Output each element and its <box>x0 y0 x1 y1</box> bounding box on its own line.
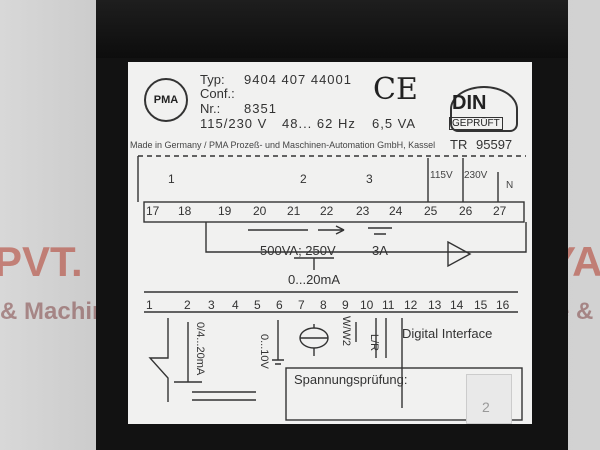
ce-mark: CE <box>373 72 418 107</box>
neutral-label: N <box>506 180 514 191</box>
manufacturer-line: Made in Germany / PMA Prozeß- und Maschi… <box>130 140 436 150</box>
terminal-25: 25 <box>424 204 438 218</box>
power-rating: 6,5 VA <box>372 116 417 131</box>
terminal-24: 24 <box>389 204 403 218</box>
terminal-18: 18 <box>178 204 192 218</box>
tr-label: TR <box>450 137 468 152</box>
supply-115v: 115V <box>430 170 453 181</box>
terminal-7: 7 <box>298 298 305 312</box>
din-label: DIN <box>452 92 487 114</box>
terminal-1: 1 <box>146 298 153 312</box>
terminal-14: 14 <box>450 298 464 312</box>
digital-interface-label: Digital Interface <box>402 326 493 341</box>
terminal-17: 17 <box>146 204 160 218</box>
terminal-4: 4 <box>232 298 239 312</box>
relay-3-number: 3 <box>366 172 373 186</box>
l-r-label: L/R <box>368 334 380 352</box>
housing-top-bezel <box>96 0 568 58</box>
terminal-26: 26 <box>459 204 473 218</box>
terminal-6: 6 <box>276 298 283 312</box>
voltage-rating: 115/230 V <box>200 116 268 131</box>
terminal-19: 19 <box>218 204 232 218</box>
wiring-diagram <box>137 155 527 421</box>
tr-value: 95597 <box>476 137 513 152</box>
terminal-11: 11 <box>382 298 395 312</box>
relay-2-number: 2 <box>300 172 307 186</box>
relay-1-number: 1 <box>168 172 175 186</box>
terminal-20: 20 <box>253 204 267 218</box>
terminal-21: 21 <box>287 204 301 218</box>
terminal-2: 2 <box>184 298 191 312</box>
background-text-left-2: & Machin <box>0 298 107 325</box>
relay-current: 3A <box>372 243 388 258</box>
terminal-9: 9 <box>342 298 349 312</box>
geprueft-label: GEPRÜFT <box>449 117 503 130</box>
input-current-range: 0/4...20mA <box>194 322 206 376</box>
inspection-stamp: 2 <box>466 374 512 424</box>
terminal-15: 15 <box>474 298 488 312</box>
terminal-12: 12 <box>404 298 418 312</box>
terminal-5: 5 <box>254 298 261 312</box>
relay-rating: 500VA; 250V <box>260 243 336 258</box>
nr-value: 8351 <box>244 101 277 116</box>
terminal-8: 8 <box>320 298 327 312</box>
nr-label: Nr.: <box>200 101 221 116</box>
terminal-10: 10 <box>360 298 374 312</box>
terminal-13: 13 <box>428 298 442 312</box>
frequency-rating: 48... 62 Hz <box>282 116 356 131</box>
conf-label: Conf.: <box>200 86 235 101</box>
supply-230v: 230V <box>464 170 488 181</box>
terminal-23: 23 <box>356 204 370 218</box>
analog-output-range: 0...20mA <box>288 272 341 287</box>
terminal-22: 22 <box>320 204 334 218</box>
typ-value: 9404 407 44001 <box>244 72 352 87</box>
w-w2-label: W/W2 <box>340 316 352 346</box>
input-voltage-range: 0...10V <box>258 334 270 369</box>
din-emblem <box>450 86 518 132</box>
terminal-27: 27 <box>493 204 507 218</box>
pma-logo-text: PMA <box>153 94 179 106</box>
voltage-test-label: Spannungsprüfung: <box>294 372 408 387</box>
terminal-3: 3 <box>208 298 215 312</box>
terminal-16: 16 <box>496 298 510 312</box>
pma-logo: PMA <box>144 78 188 122</box>
typ-label: Typ: <box>200 72 225 87</box>
stamp-text: 2 <box>482 399 490 415</box>
